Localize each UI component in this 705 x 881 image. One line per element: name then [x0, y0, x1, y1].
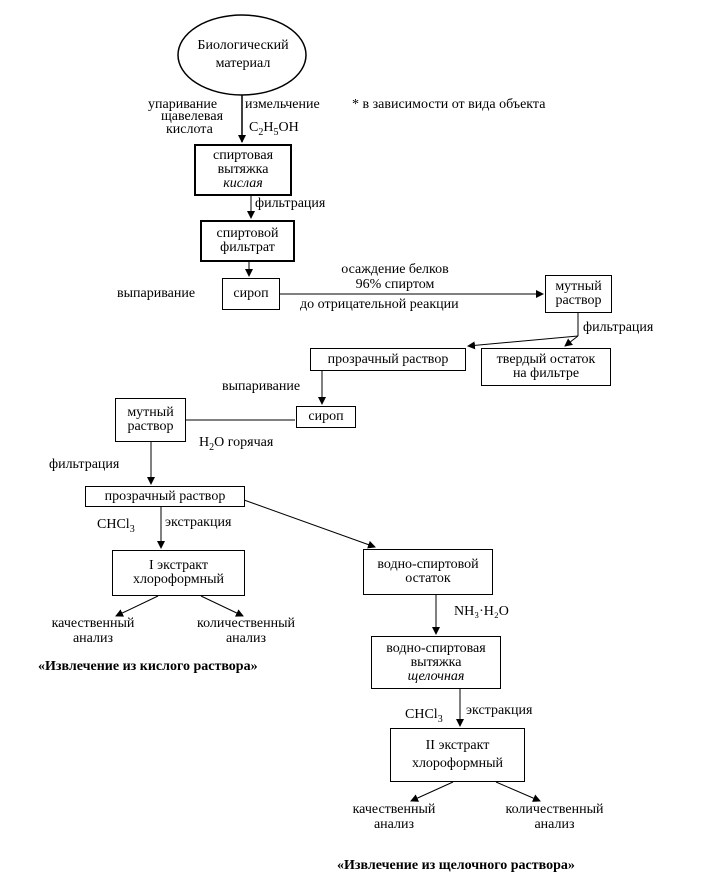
extract-1-box: I экстракт хлороформный [112, 550, 245, 596]
chcl3-a-label: CHCl3 [97, 517, 135, 535]
arrow-6 [467, 335, 579, 350]
cloudy-1-l2: раствор [555, 293, 602, 308]
water-label: H2O горячая [199, 435, 274, 453]
qual-2-label-2: анализ [373, 817, 415, 832]
clear-1-box: прозрачный раствор [310, 348, 466, 371]
start-label-1: Биологический [197, 38, 289, 53]
extraction-1-label: экстракция [165, 515, 232, 530]
arrow-12 [243, 499, 376, 549]
cloudy-2-l2: раствор [127, 419, 174, 434]
grinding-label: измельчение [245, 97, 320, 112]
arrow-14 [200, 595, 244, 617]
alcohol-extract-l1: спиртовая [212, 148, 274, 163]
filtration-3-label: фильтрация [49, 457, 120, 472]
extract-2-box: II экстракт хлороформный [390, 728, 525, 782]
alcohol-extract-box: спиртовая вытяжка кислая [194, 144, 292, 196]
alcohol-filtrate-box: спиртовой фильтрат [200, 220, 295, 262]
quant-1-label-1: количественный [197, 616, 295, 631]
caption-alkaline: «Извлечение из щелочного раствора» [337, 858, 575, 873]
aq-extract-l1: водно-спиртовая [386, 640, 486, 656]
oxalic-label-2: кислота [166, 122, 213, 137]
caption-acid: «Извлечение из кислого раствора» [38, 659, 258, 674]
residue-l2: на фильтре [512, 366, 580, 381]
aq-residue-box: водно-спиртовой остаток [363, 549, 493, 595]
vyparivanie-1-label: выпаривание [117, 286, 196, 301]
cloudy-1-l1: мутный [555, 279, 602, 294]
vyparivanie-2-label: выпаривание [222, 379, 301, 394]
start-ellipse [177, 14, 307, 96]
arrow-7 [564, 335, 579, 347]
start-label-2: материал [215, 56, 271, 71]
arrow-18 [495, 781, 541, 802]
extract-1-l1: I экстракт [148, 558, 209, 573]
syrup-2-box: сироп [296, 406, 356, 428]
syrup-1-box: сироп [222, 278, 280, 310]
clear-2-text: прозрачный раствор [104, 488, 226, 504]
syrup-1-text: сироп [233, 286, 269, 301]
extraction-2-label: экстракция [466, 703, 533, 718]
precip-label-3: до отрицательной реакции [300, 297, 459, 312]
clear-2-box: прозрачный раствор [85, 486, 245, 507]
quant-1-label-2: анализ [225, 631, 267, 646]
cloudy-2-box: мутный раствор [115, 398, 186, 442]
alcohol-filtrate-l1: спиртовой [216, 226, 279, 241]
clear-1-text: прозрачный раствор [327, 351, 449, 367]
syrup-2-text: сироп [308, 409, 344, 424]
filtration-1-label: фильтрация [255, 196, 326, 211]
precip-label-1: осаждение белков [341, 262, 449, 277]
filtration-2-label: фильтрация [583, 320, 654, 335]
chcl3-b-label: CHCl3 [405, 707, 443, 725]
aq-extract-l3: щелочная [407, 668, 465, 684]
residue-l1: твердый остаток [496, 352, 596, 367]
evaporation-label: упаривание [148, 97, 218, 112]
qual-2-label-1: качественный [352, 802, 436, 817]
arrow-17 [410, 781, 454, 802]
extract-2-l1: II экстракт [425, 738, 490, 753]
extract-2-l2: хлороформный [411, 756, 504, 771]
cloudy-1-box: мутный раствор [545, 275, 612, 313]
aq-residue-l2: остаток [405, 571, 451, 586]
note-label: * в зависимости от вида объекта [352, 97, 546, 112]
ethanol-label: C2H5OH [249, 120, 299, 138]
quant-2-label-1: количественный [505, 802, 604, 817]
quant-2-label-2: анализ [534, 817, 575, 832]
cloudy-2-l1: мутный [127, 405, 174, 420]
oxalic-label-1: щавелевая [161, 109, 224, 124]
qual-1-label-2: анализ [72, 631, 114, 646]
residue-box: твердый остаток на фильтре [481, 348, 611, 386]
precip-label-2: 96% спиртом [355, 277, 435, 292]
qual-1-label-1: качественный [51, 616, 135, 631]
ammonia-label: NH₃·H₂O [454, 604, 509, 619]
alcohol-extract-l3: кислая [223, 176, 263, 191]
aq-residue-l1: водно-спиртовой [377, 557, 479, 572]
arrow-13 [115, 595, 159, 617]
alcohol-extract-l2: вытяжка [217, 162, 269, 177]
alcohol-filtrate-l2: фильтрат [220, 240, 275, 255]
aq-extract-l2: вытяжка [410, 654, 462, 670]
extract-1-l2: хлороформный [132, 572, 225, 587]
aq-extract-box: водно-спиртовая вытяжка щелочная [371, 636, 501, 689]
